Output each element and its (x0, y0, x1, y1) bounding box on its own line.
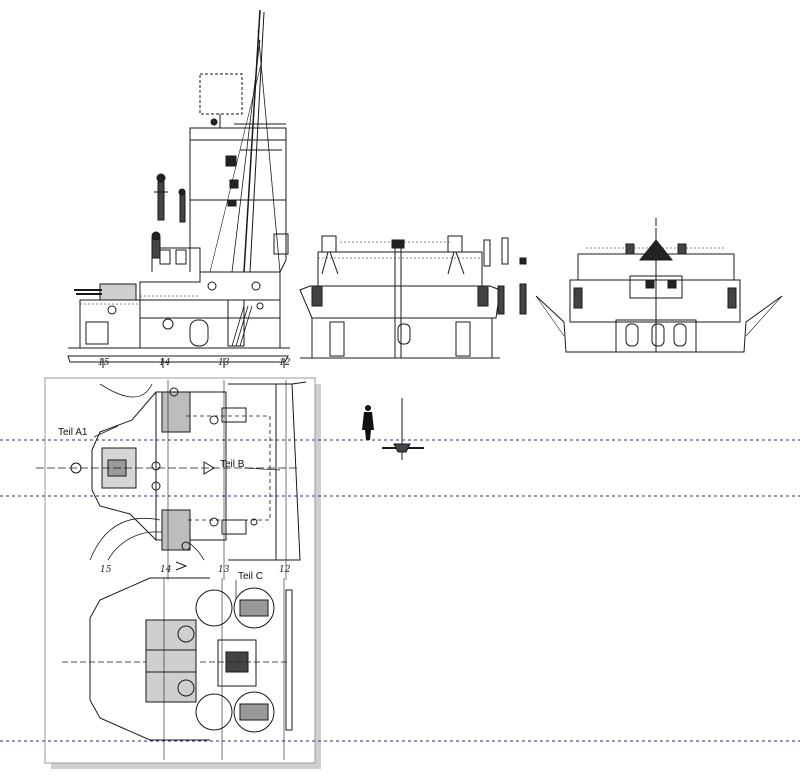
rear-elevation (535, 218, 783, 353)
small-plan-symbol (382, 398, 424, 460)
label-teil-b: Teil B (220, 459, 245, 470)
frame-number: 13 (218, 565, 230, 575)
frame-number: 14 (160, 565, 172, 575)
aa-mount (151, 231, 161, 259)
plan-view-lower (62, 577, 293, 760)
frame-number: 15 (98, 358, 110, 368)
aa-mount (178, 188, 186, 223)
guide-lines (0, 439, 800, 742)
frame-number: 14 (159, 358, 171, 368)
aa-mount (154, 173, 168, 221)
frame-number: 12 (279, 565, 291, 575)
frame-number: 15 (100, 565, 112, 575)
plan-view-upper (36, 380, 307, 580)
scale-figure (362, 405, 374, 440)
frame-number: 13 (218, 358, 230, 368)
label-teil-a1: Teil A1 (58, 427, 88, 438)
label-teil-c: Teil C (238, 571, 264, 582)
frame-number: 12 (279, 358, 291, 368)
front-elevation (299, 235, 527, 359)
side-elevation (67, 9, 290, 368)
